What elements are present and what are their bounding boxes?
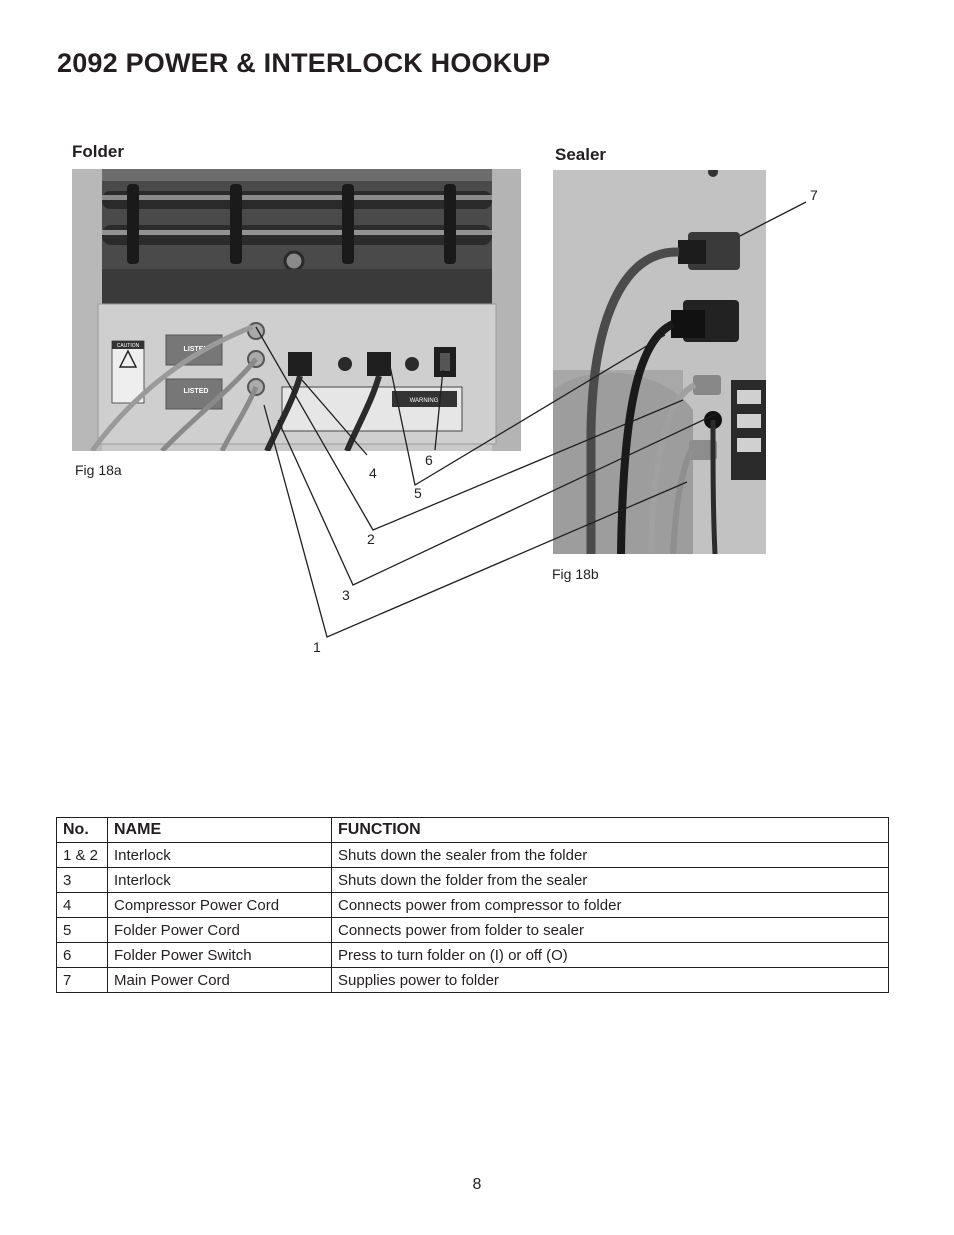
cell-name: Interlock bbox=[107, 842, 332, 868]
table-row: 7 Main Power Cord Supplies power to fold… bbox=[56, 967, 889, 993]
cell-name: Interlock bbox=[107, 867, 332, 893]
cell-function: Shuts down the folder from the sealer bbox=[331, 867, 889, 893]
callout-6: 6 bbox=[425, 452, 433, 468]
fig-18b-caption: Fig 18b bbox=[552, 566, 599, 582]
page-title: 2092 POWER & INTERLOCK HOOKUP bbox=[57, 48, 551, 78]
table-row: 1 & 2 Interlock Shuts down the sealer fr… bbox=[56, 842, 889, 868]
callout-4: 4 bbox=[369, 465, 377, 481]
cell-no: 4 bbox=[56, 892, 108, 918]
callout-5: 5 bbox=[414, 485, 422, 501]
caution-label: CAUTION bbox=[117, 343, 140, 349]
cell-function: Connects power from compressor to folder bbox=[331, 892, 889, 918]
fig-18a-caption: Fig 18a bbox=[75, 462, 122, 478]
cell-no: 7 bbox=[56, 967, 108, 993]
table-row: 5 Folder Power Cord Connects power from … bbox=[56, 917, 889, 943]
cell-function: Supplies power to folder bbox=[331, 967, 889, 993]
table-row: 3 Interlock Shuts down the folder from t… bbox=[56, 867, 889, 893]
cell-no: 1 & 2 bbox=[56, 842, 108, 868]
callout-7: 7 bbox=[810, 187, 818, 203]
hookup-table: No. NAME FUNCTION 1 & 2 Interlock Shuts … bbox=[56, 817, 889, 993]
folder-figure-label: Folder bbox=[72, 142, 124, 161]
cell-no: 6 bbox=[56, 942, 108, 968]
callout-2: 2 bbox=[367, 531, 375, 547]
header-no: No. bbox=[56, 817, 108, 843]
header-function: FUNCTION bbox=[331, 817, 889, 843]
listed-label-1: LISTED bbox=[184, 346, 209, 353]
header-name: NAME bbox=[107, 817, 332, 843]
sealer-photo bbox=[553, 170, 766, 554]
cell-name: Folder Power Cord bbox=[107, 917, 332, 943]
table-row: 4 Compressor Power Cord Connects power f… bbox=[56, 892, 889, 918]
cell-no: 3 bbox=[56, 867, 108, 893]
cell-function: Shuts down the sealer from the folder bbox=[331, 842, 889, 868]
cell-name: Compressor Power Cord bbox=[107, 892, 332, 918]
table-header-row: No. NAME FUNCTION bbox=[56, 817, 889, 843]
sealer-figure-label: Sealer bbox=[555, 145, 607, 164]
cell-function: Press to turn folder on (I) or off (O) bbox=[331, 942, 889, 968]
folder-photo: CAUTION LISTED LISTED WARNING bbox=[72, 169, 521, 451]
cell-name: Main Power Cord bbox=[107, 967, 332, 993]
warning-label: WARNING bbox=[410, 398, 439, 404]
cell-no: 5 bbox=[56, 917, 108, 943]
listed-label-2: LISTED bbox=[184, 388, 209, 395]
callout-3: 3 bbox=[342, 587, 350, 603]
cell-name: Folder Power Switch bbox=[107, 942, 332, 968]
callout-1: 1 bbox=[313, 639, 321, 655]
page-number: 8 bbox=[472, 1176, 482, 1193]
table-row: 6 Folder Power Switch Press to turn fold… bbox=[56, 942, 889, 968]
cell-function: Connects power from folder to sealer bbox=[331, 917, 889, 943]
